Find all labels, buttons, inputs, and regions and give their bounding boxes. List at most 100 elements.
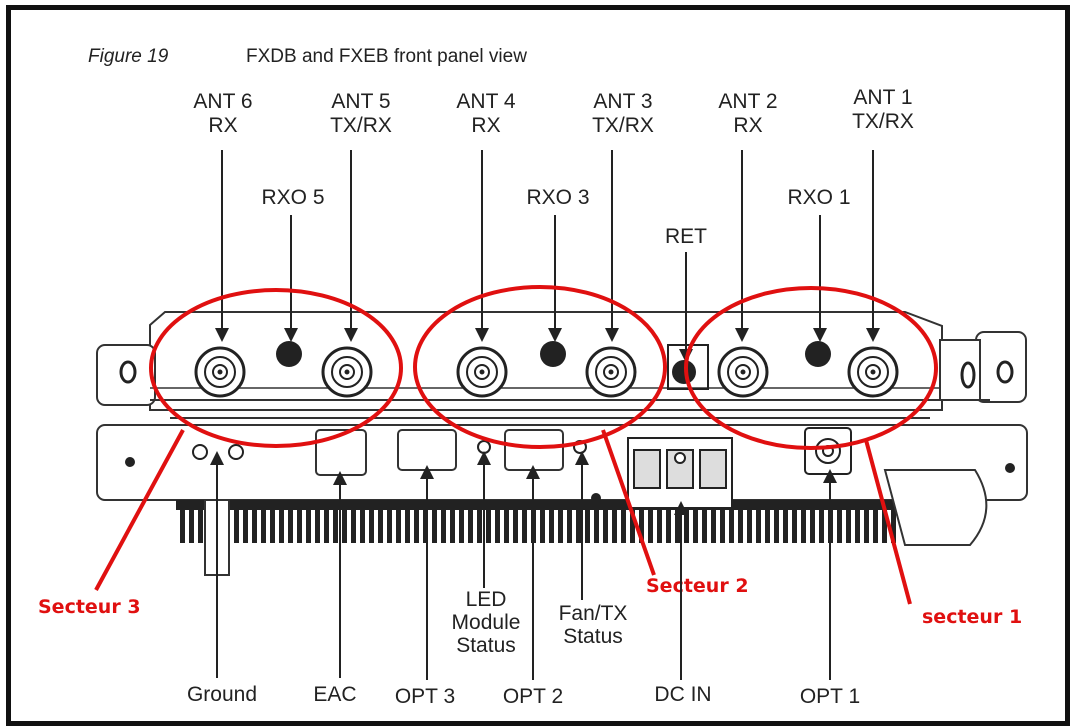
fan-housing [883,469,988,546]
connector-ant2 [717,346,769,398]
heat-sink-fin [495,505,500,543]
heat-sink-fin [729,505,734,543]
heat-sink-fin [279,505,284,543]
sector-1-label: secteur 1 [922,606,1023,628]
heat-sink-fin [738,505,743,543]
label-rxo1: RXO 1 [787,186,851,209]
heat-sink-fin [414,505,419,543]
heat-sink-fin [360,505,365,543]
heat-sink-fin [801,505,806,543]
heat-sink-fin [567,505,572,543]
mounting-holes-top [119,360,1014,389]
opt2-port [504,429,564,471]
heat-sink-fin [711,505,716,543]
label-opt2: OPT 2 [502,685,564,708]
heat-sink-fin [468,505,473,543]
heat-sink-fin [486,505,491,543]
heat-sink-fin [270,505,275,543]
sector-3-label: Secteur 3 [38,596,141,618]
label-rxo5: RXO 5 [261,186,325,209]
connector-ret [672,360,696,384]
label-dc-in: DC IN [654,683,712,706]
heat-sink-fin [864,505,869,543]
heat-sink-fin [792,505,797,543]
heat-sink-fin [198,505,203,543]
heat-sink-fin [504,505,509,543]
heat-sink-fin [702,505,707,543]
ground-screw-2 [228,444,244,460]
heat-sink-fin [747,505,752,543]
heat-sink-fin [387,505,392,543]
heat-sink-fin [819,505,824,543]
heat-sink-fin [612,505,617,543]
heat-sink-fin [324,505,329,543]
connector-ant5 [321,346,373,398]
connector-rxo3 [540,341,566,367]
mounting-holes-bottom [125,457,1015,503]
heat-sink-fin [459,505,464,543]
connector-ant4 [456,346,508,398]
heat-sink-fin [585,505,590,543]
heat-sink-fin [603,505,608,543]
connector-rxo1 [805,341,831,367]
sector-2-ellipse [413,285,667,449]
heat-sink-fin [783,505,788,543]
heat-sink-fin [180,505,185,543]
label-opt3: OPT 3 [394,685,456,708]
heat-sink-fin [189,505,194,543]
heat-sink-fin [684,505,689,543]
heat-sink-fin [450,505,455,543]
label-ret: RET [665,225,707,248]
heat-sink-fin [378,505,383,543]
sector-3-ellipse [149,288,403,448]
heat-sink-fin [432,505,437,543]
label-eac: EAC [313,683,357,706]
heat-sink-fin [342,505,347,543]
dc-in-connector [627,437,733,509]
heat-sink-fins [180,505,896,543]
heat-sink-fin [549,505,554,543]
heat-sink-fin [423,505,428,543]
heat-sink-fin [540,505,545,543]
heat-sink-fin [648,505,653,543]
heat-sink-fin [522,505,527,543]
heat-sink-fin [369,505,374,543]
heat-sink-fin [261,505,266,543]
heat-sink-fin [441,505,446,543]
connector-ant6 [194,346,246,398]
heat-sink-fin [693,505,698,543]
sector-1-ellipse [684,286,938,450]
heat-sink-fin [513,505,518,543]
connector-ant3 [585,346,637,398]
heat-sink-fin [252,505,257,543]
heat-sink-fin [873,505,878,543]
heat-sink-fin [306,505,311,543]
heat-sink-fin [288,505,293,543]
ant-connectors [194,346,899,398]
bottom-pointer-lines [210,451,837,680]
heat-sink-fin [774,505,779,543]
heat-sink-fin [315,505,320,543]
connector-ant1 [847,346,899,398]
opt1-port [804,427,852,475]
heat-sink-fin [657,505,662,543]
label-rxo3: RXO 3 [526,186,590,209]
heat-sink-fin [333,505,338,543]
heat-sink-fin [477,505,482,543]
heat-sink-fin [594,505,599,543]
sector-2-label: Secteur 2 [646,575,749,597]
heat-sink-fin [297,505,302,543]
heat-sink-fin [576,505,581,543]
heat-sink-fin [882,505,887,543]
ret-housing [667,344,709,390]
heat-sink-fin [405,505,410,543]
connector-rxo5 [276,341,302,367]
heat-sink-fin [558,505,563,543]
top-pointer-lines [215,150,880,363]
heat-sink-fin [396,505,401,543]
